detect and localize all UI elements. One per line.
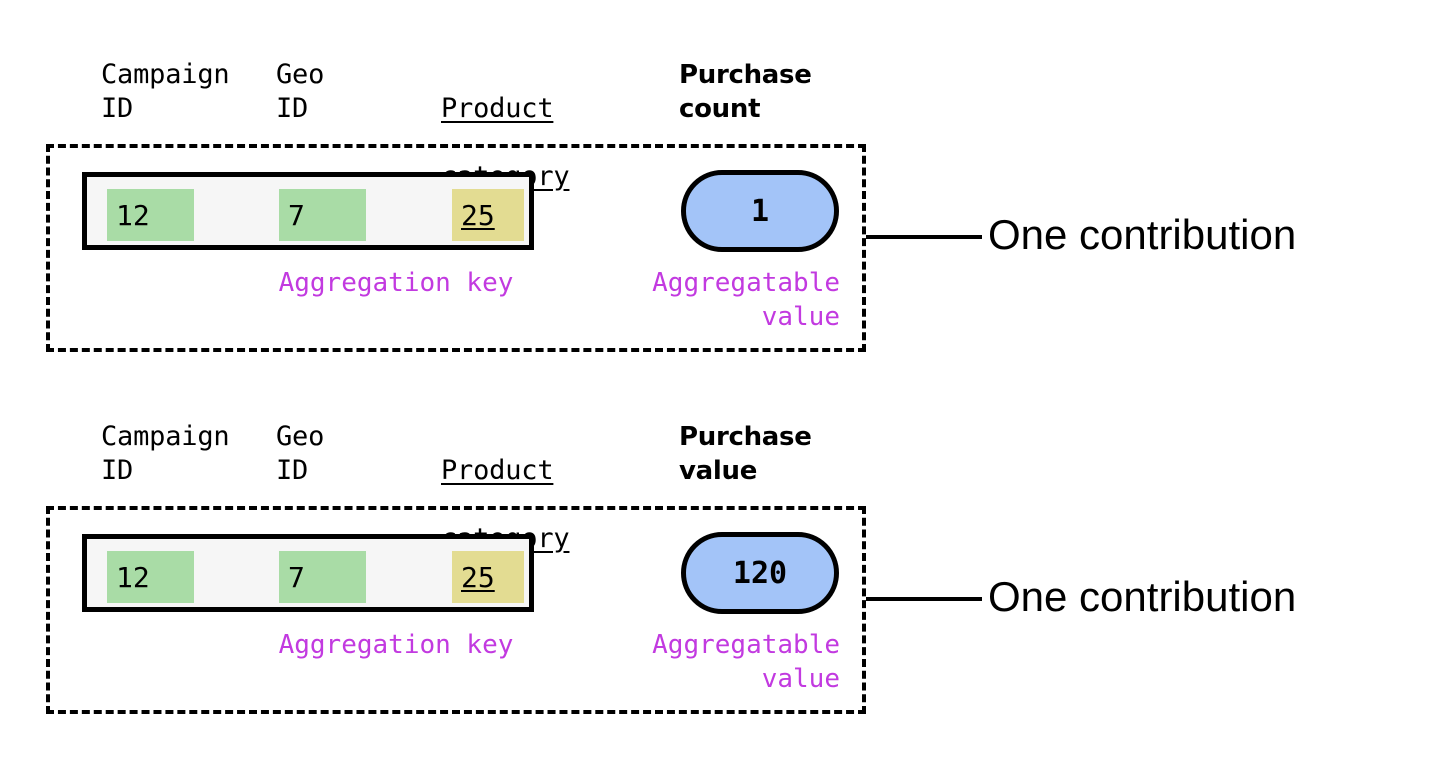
annotation-aggregatable-value-2: Aggregatable value xyxy=(652,630,840,694)
contribution-boundary-2: 12 7 25 120 Aggregation key Aggregatable… xyxy=(46,506,866,714)
contribution-boundary-1: 12 7 25 1 Aggregation key Aggregatable v… xyxy=(46,144,866,352)
aggregation-key-box-2: 12 7 25 xyxy=(82,534,534,612)
column-headers-2: Campaign ID Geo ID Product category Purc… xyxy=(101,420,866,554)
header-product-line1: Product xyxy=(441,455,554,486)
key-cell-geo-id-1: 7 xyxy=(279,189,366,241)
annotation-aggregation-key-1: Aggregation key xyxy=(278,268,514,298)
caption-one-contribution-1: One contribution xyxy=(988,211,1297,258)
caption-one-contribution-2: One contribution xyxy=(988,573,1297,620)
header-product-line1: Product xyxy=(441,93,554,124)
key-cell-value: 7 xyxy=(288,198,305,232)
key-cell-value: 12 xyxy=(116,198,150,232)
contribution-group-1: Campaign ID Geo ID Product category Purc… xyxy=(46,58,866,352)
header-campaign-id-1: Campaign ID xyxy=(101,59,230,124)
key-cell-value: 25 xyxy=(461,560,495,594)
annotation-aggregatable-value-1: Aggregatable value xyxy=(652,268,840,332)
aggregation-key-box-1: 12 7 25 xyxy=(82,172,534,250)
header-campaign-id-2: Campaign ID xyxy=(101,421,230,486)
key-cell-product-category-1: 25 xyxy=(452,189,524,241)
leader-line-1 xyxy=(866,235,982,239)
annotation-aggregation-key-2: Aggregation key xyxy=(278,630,514,660)
column-headers-1: Campaign ID Geo ID Product category Purc… xyxy=(101,58,866,192)
header-purchase-count: Purchase count xyxy=(679,60,812,124)
key-cell-value: 7 xyxy=(288,560,305,594)
header-geo-id-1: Geo ID xyxy=(276,59,325,124)
key-cell-product-category-2: 25 xyxy=(452,551,524,603)
key-cell-campaign-id-2: 12 xyxy=(107,551,194,603)
key-cell-campaign-id-1: 12 xyxy=(107,189,194,241)
aggregatable-value-pill-1: 1 xyxy=(681,170,839,252)
header-geo-id-2: Geo ID xyxy=(276,421,325,486)
key-cell-value: 25 xyxy=(461,198,495,232)
key-cell-value: 12 xyxy=(116,560,150,594)
contribution-group-2: Campaign ID Geo ID Product category Purc… xyxy=(46,420,866,714)
header-purchase-value: Purchase value xyxy=(679,422,812,486)
leader-line-2 xyxy=(866,597,982,601)
key-cell-geo-id-2: 7 xyxy=(279,551,366,603)
aggregatable-value-pill-2: 120 xyxy=(681,532,839,614)
